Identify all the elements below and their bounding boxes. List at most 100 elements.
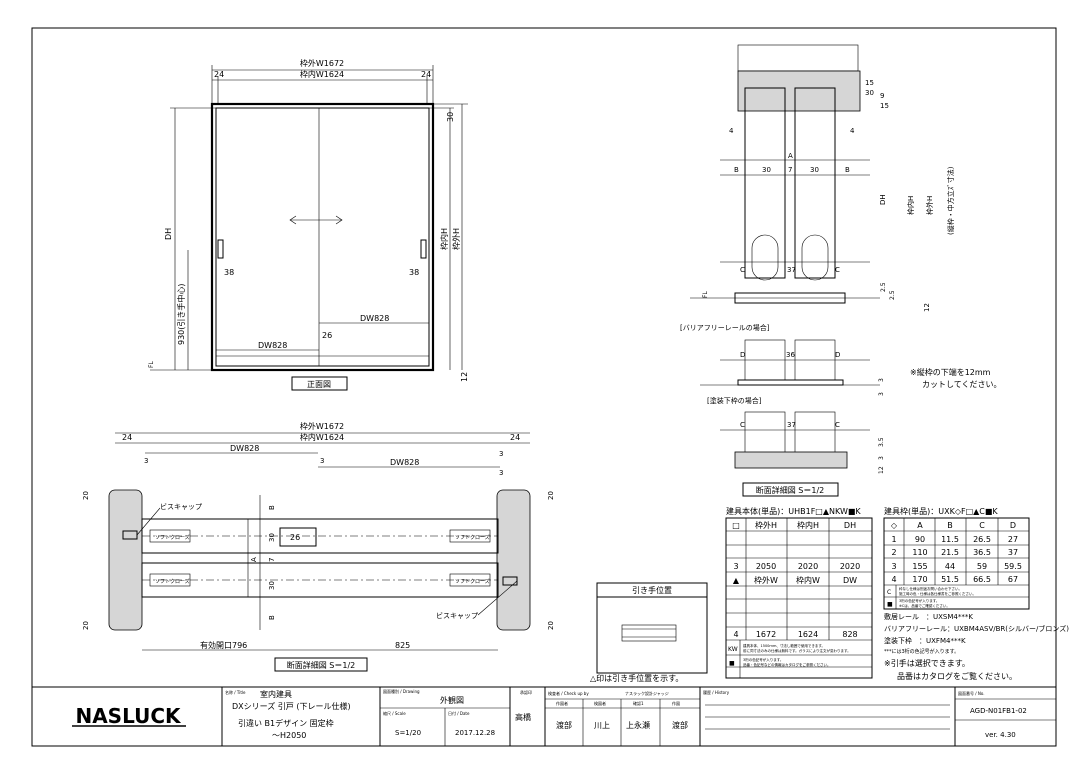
body-spec-table: 建具本体(単品)：UHB1F□▲NKW■K □ 枠外H 枠内H DH 3 205…: [725, 506, 873, 679]
sec-dh: DH: [879, 194, 887, 205]
plan-24-left: 24: [122, 433, 132, 442]
sec-a: A: [788, 152, 793, 160]
t1-h2-3: DW: [843, 576, 857, 585]
sec-p-3-5: 3.5: [878, 437, 885, 447]
t1-h1-3: DH: [844, 521, 856, 530]
t2-r2-1: 155: [912, 562, 927, 571]
rail-line-3: 塗装下枠 ：UXFM4***K: [884, 636, 966, 645]
t1-r4-0: 4: [733, 630, 738, 639]
sec-caption: 断面詳細図 S＝1/2: [756, 485, 825, 495]
front-w-outer: 枠外W1672: [300, 58, 344, 68]
front-dh: DH: [164, 228, 173, 240]
tb-c1h: 作図者: [556, 700, 568, 706]
front-26: 26: [322, 331, 332, 340]
sec-37: 37: [787, 266, 796, 274]
sec-c-right: C: [835, 266, 840, 274]
t1-h2-2: 枠内W: [796, 575, 820, 585]
sec-bd-3a: 3: [878, 378, 885, 382]
t1-r3-0: 3: [733, 562, 738, 571]
plan-opening: 有効開口796: [200, 640, 247, 650]
t2-sq-note-1: 3桁の色記号が入ります。: [899, 598, 939, 603]
handle-left: [217, 239, 224, 259]
t1-sq-note-1: 3桁の色記号が入ります。: [743, 657, 783, 662]
sec-h-inner: 枠内H: [906, 196, 915, 215]
tb-c1: 渡部: [556, 720, 572, 730]
plan-jamb-right: [496, 489, 531, 631]
sec-2-5a: 2.5: [880, 282, 887, 292]
t2-h-1: A: [917, 521, 923, 530]
t2-r1-0: 2: [891, 548, 896, 557]
t1-r4-2: 1624: [798, 630, 818, 639]
front-38-right: 38: [409, 268, 419, 277]
t1-kw-note-1: 建具本体、1500ｍｍ、寸法し範囲で使用できます。: [743, 643, 825, 648]
plan-3c: 3: [499, 450, 503, 458]
t1-title: 建具本体(単品)：UHB1F□▲NKW■K: [726, 506, 861, 516]
sec-v-note: (縦枠・中方立ｽﾞ寸法): [946, 166, 955, 235]
t2-r3-4: 67: [1008, 575, 1018, 584]
plan-7: 7: [268, 558, 276, 562]
t1-r3-1: 2050: [756, 562, 776, 571]
plan-20b: 20: [82, 621, 90, 630]
t1-r4-3: 828: [842, 630, 857, 639]
plan-jamb-left: [108, 489, 143, 631]
plan-30b: 30: [268, 581, 276, 590]
plan-b1: B: [268, 505, 276, 510]
plan-w-inner: 枠内W1624: [300, 432, 344, 442]
tb-drawing-label: 図面種別 / Drawing: [383, 688, 420, 694]
plan-3a: 3: [144, 457, 148, 465]
t1-sq: ■: [729, 660, 735, 667]
t1-h2-0: ▲: [733, 576, 740, 585]
front-side-24-right: 24: [421, 70, 431, 79]
front-w-inner: 枠内W1624: [300, 69, 344, 79]
t1-h2-1: 枠外W: [754, 575, 778, 585]
t2-r3-0: 4: [891, 575, 896, 584]
t1-h1-0: □: [732, 521, 740, 530]
front-h-outer: 枠外H: [451, 228, 461, 250]
t2-r0-2: 11.5: [941, 535, 959, 544]
tb-scale: S=1/20: [395, 729, 421, 737]
plan-view: 枠外W1672 枠内W1624 24 24 DW828 DW828 3 3 3 …: [82, 421, 555, 672]
sec-note-1: ※縦枠の下端を12mm: [910, 367, 991, 377]
t2-r0-0: 1: [891, 535, 896, 544]
sec-p-3: 3: [878, 456, 885, 460]
t2-c-note-1: 枠なし仕様は別途お問い合わせ下さい。: [899, 586, 962, 591]
t1-h1-1: 枠外H: [755, 520, 777, 530]
plan-30a: 30: [268, 533, 276, 542]
plan-dw-right: DW828: [390, 458, 419, 467]
front-bottom-12: 12: [460, 372, 469, 382]
rail-notes: 敷居レール ：UXSM4***K バリアフリーレール：UXBM4ASV/BR(シ…: [884, 612, 1069, 681]
sec-9: 9: [880, 92, 884, 100]
plan-20a: 20: [82, 491, 90, 500]
t1-sq-note-2: 品番・色記号などの情報はカタログをご参照ください。: [743, 662, 831, 667]
sec-30: 30: [865, 89, 874, 97]
title-block: NASLUCK 名称 / Title 室内建具 DXシリーズ 引戸 (下レール仕…: [72, 687, 1056, 746]
t1-r3-3: 2020: [840, 562, 860, 571]
tb-c3h: 確認1: [633, 700, 644, 706]
sec-fl: FL: [702, 291, 709, 298]
plan-w-outer: 枠外W1672: [300, 421, 344, 431]
sec-30-right: 30: [810, 166, 819, 174]
t2-r1-1: 110: [912, 548, 927, 557]
tb-name-label: 名称 / Title: [225, 689, 246, 695]
t2-r3-3: 66.5: [973, 575, 991, 584]
plan-screw-cap-2: ビスキャップ: [436, 611, 478, 620]
t2-r0-1: 90: [915, 535, 925, 544]
sec-bd-3b: 3: [878, 392, 885, 396]
plan-a: A: [250, 557, 258, 562]
plan-soft-1: ソフトクローズ: [155, 534, 190, 541]
door-frame-outer: [210, 102, 435, 372]
sec-15b: 15: [880, 102, 889, 110]
sec-bd-left: D: [740, 351, 745, 359]
sec-4-right: 4: [850, 127, 855, 135]
t2-r1-3: 36.5: [973, 548, 991, 557]
rail-line-2: バリアフリーレール：UXBM4ASV/BR(シルバー/ブロンズ): [884, 624, 1069, 633]
t2-sq-note-2: ※Cは、品番でご確認ください。: [899, 603, 950, 608]
t2-r3-2: 51.5: [941, 575, 959, 584]
tb-check-label: 検査者 / Check up by: [548, 690, 589, 696]
door-frame-inner: [215, 107, 430, 367]
t2-h-0: ◇: [891, 521, 898, 530]
sec-4-left: 4: [729, 127, 734, 135]
sec-pc-left: C: [740, 421, 745, 429]
plan-20d: 20: [547, 621, 555, 630]
